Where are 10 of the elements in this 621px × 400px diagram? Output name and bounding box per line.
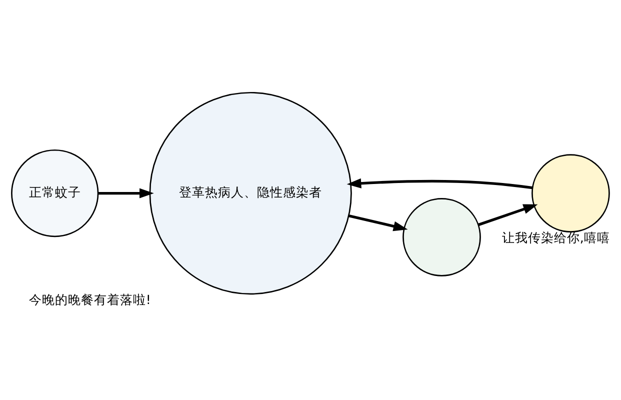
- node-circle: [532, 154, 610, 232]
- node-label: 让我传染给你,嘻嘻: [502, 230, 610, 245]
- node-circle: [402, 198, 481, 276]
- arrow: [346, 178, 533, 190]
- arrow: [478, 204, 538, 226]
- node-circle: 登革热病人、隐性感染者: [149, 92, 352, 295]
- node-circle: 正常蚊子: [11, 149, 99, 238]
- node-label: 今晚的晚餐有着落啦!: [28, 292, 151, 308]
- arrow: [98, 188, 154, 198]
- arrow: [348, 214, 408, 232]
